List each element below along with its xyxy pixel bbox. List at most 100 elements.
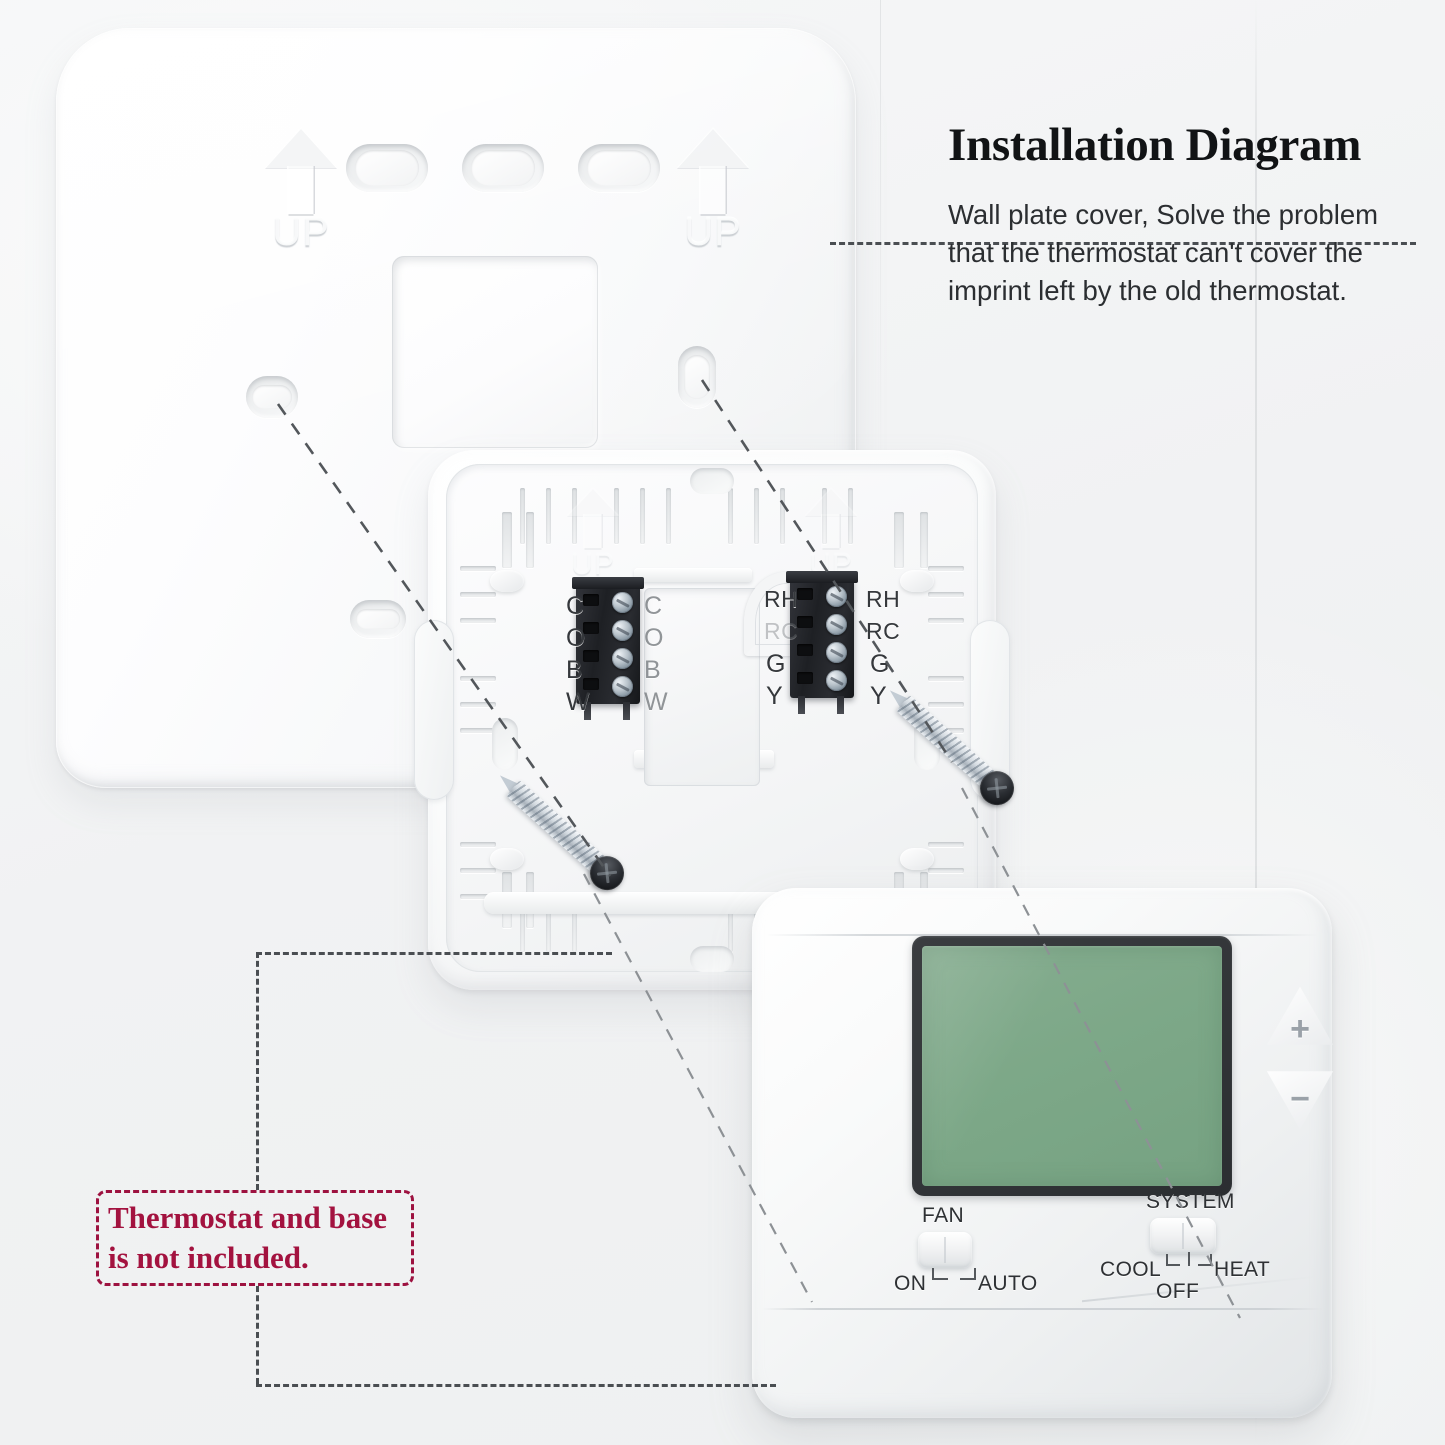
vent-slat [460,702,496,707]
vent-slat [928,566,964,571]
terminal-screw[interactable] [826,614,847,635]
up-label: UP [684,210,742,254]
terminal-label-rh-left: RH [764,586,799,612]
vent-slat [520,488,525,544]
system-switch[interactable] [1150,1218,1216,1254]
bracket-slot [894,512,904,568]
wall-plate-cutout-window [392,256,598,448]
terminal-screw[interactable] [826,670,847,691]
terminal-label-g-left: G [766,650,786,678]
cover-slot-right-mid [678,346,716,408]
arrow-stem [288,166,314,214]
fan-option-auto[interactable]: AUTO [978,1272,1038,1295]
vent-slat [546,488,551,544]
arrow-stem [584,514,602,548]
background-seam-right [1255,0,1257,1445]
cover-slot-bottom-left [350,600,406,638]
leader-warning-to-base [256,952,612,955]
vent-slat [928,702,964,707]
terminal-label-c-right: C [644,592,663,620]
vent-slat [780,488,785,544]
lcd-display [912,936,1232,1196]
page-title: Installation Diagram [948,119,1362,171]
base-hole-left [492,718,518,770]
terminal-wire-slot [797,672,813,684]
minus-icon: − [1290,1080,1310,1118]
fan-tick-on [932,1268,948,1280]
vent-slat [460,842,496,847]
plus-icon: + [1290,1010,1310,1048]
terminal-screw[interactable] [826,642,847,663]
vent-slat [754,488,759,544]
warning-box [96,1190,414,1286]
vent-slat [928,842,964,847]
terminal-label-o-left: O [566,624,586,652]
terminal-leg [837,696,844,714]
terminal-label-rh-right: RH [866,586,901,612]
arrow-stem [822,514,840,548]
terminal-label-rc-left: RC [764,618,799,644]
terminal-screw[interactable] [612,648,633,669]
terminal-cap [786,571,858,583]
fan-switch[interactable] [918,1232,972,1268]
vent-slat [460,894,496,899]
system-tick-cool [1166,1254,1180,1266]
vent-slat [928,592,964,597]
terminal-screw[interactable] [612,620,633,641]
vent-slat [640,488,645,544]
terminal-leg [798,696,805,714]
terminal-label-o-right: O [644,624,664,652]
decrease-button[interactable]: − [1264,1066,1336,1132]
fan-option-on[interactable]: ON [894,1272,927,1295]
lcd-glass [922,946,1222,1186]
terminal-label-g-right: G [870,650,890,678]
leader-warning-to-thermostat [256,1384,776,1387]
callout-line-1: Wall plate cover, Solve the problem [948,199,1379,230]
terminal-screw[interactable] [826,586,847,607]
callout-line-2: that the thermostat can't cover the [948,237,1363,268]
terminal-wire-slot [583,594,599,606]
leader-warning-vertical [256,952,259,1190]
vent-slat [460,566,496,571]
center-ledge-top [634,568,752,582]
callout-line-3: imprint left by the old thermostat. [948,275,1347,306]
vent-slat [520,896,525,952]
system-option-cool[interactable]: COOL [1100,1258,1162,1281]
arrow-head [567,488,619,516]
warning-line-2: is not included. [108,1240,309,1275]
vent-slat [614,488,619,544]
arrow-stem [700,166,726,214]
terminal-label-rc-right: RC [866,618,901,644]
vent-slat [728,488,733,544]
terminal-label-w-left: W [566,688,591,716]
callout-description: Wall plate cover, Solve the problem that… [948,196,1418,310]
fan-switch-title: FAN [922,1204,965,1227]
arrow-head [805,488,857,516]
bracket-slot [920,512,928,568]
vent-slat [460,728,496,733]
vent-slat [928,618,964,623]
background-seam-top [880,0,881,470]
arrow-head [677,128,749,168]
digital-thermostat: + − FAN ON AUTO SYSTEM COOL OFF HEAT [752,888,1334,1418]
system-tick-off [1188,1252,1190,1266]
terminal-label-c-left: C [566,592,585,620]
terminal-screw[interactable] [612,592,633,613]
up-arrow-mark-left: UP [254,128,348,258]
thermostat-bottom-seam [762,1308,1322,1310]
base-hole-top [690,468,734,494]
vent-slat [460,592,496,597]
terminal-label-y-right: Y [870,682,888,710]
system-option-heat[interactable]: HEAT [1214,1258,1271,1281]
up-arrow-icon [265,128,337,214]
warning-line-1: Thermostat and base [108,1200,388,1235]
cover-slot-2 [462,144,544,192]
leader-line-wall-plate [830,242,1416,245]
system-option-off[interactable]: OFF [1156,1280,1200,1303]
mounting-post [900,570,934,592]
increase-button[interactable]: + [1264,984,1336,1050]
right-terminal-block[interactable] [786,571,858,714]
base-hole-bottom [690,946,734,972]
terminal-screw[interactable] [612,676,633,697]
terminal-label-y-left: Y [766,682,784,710]
